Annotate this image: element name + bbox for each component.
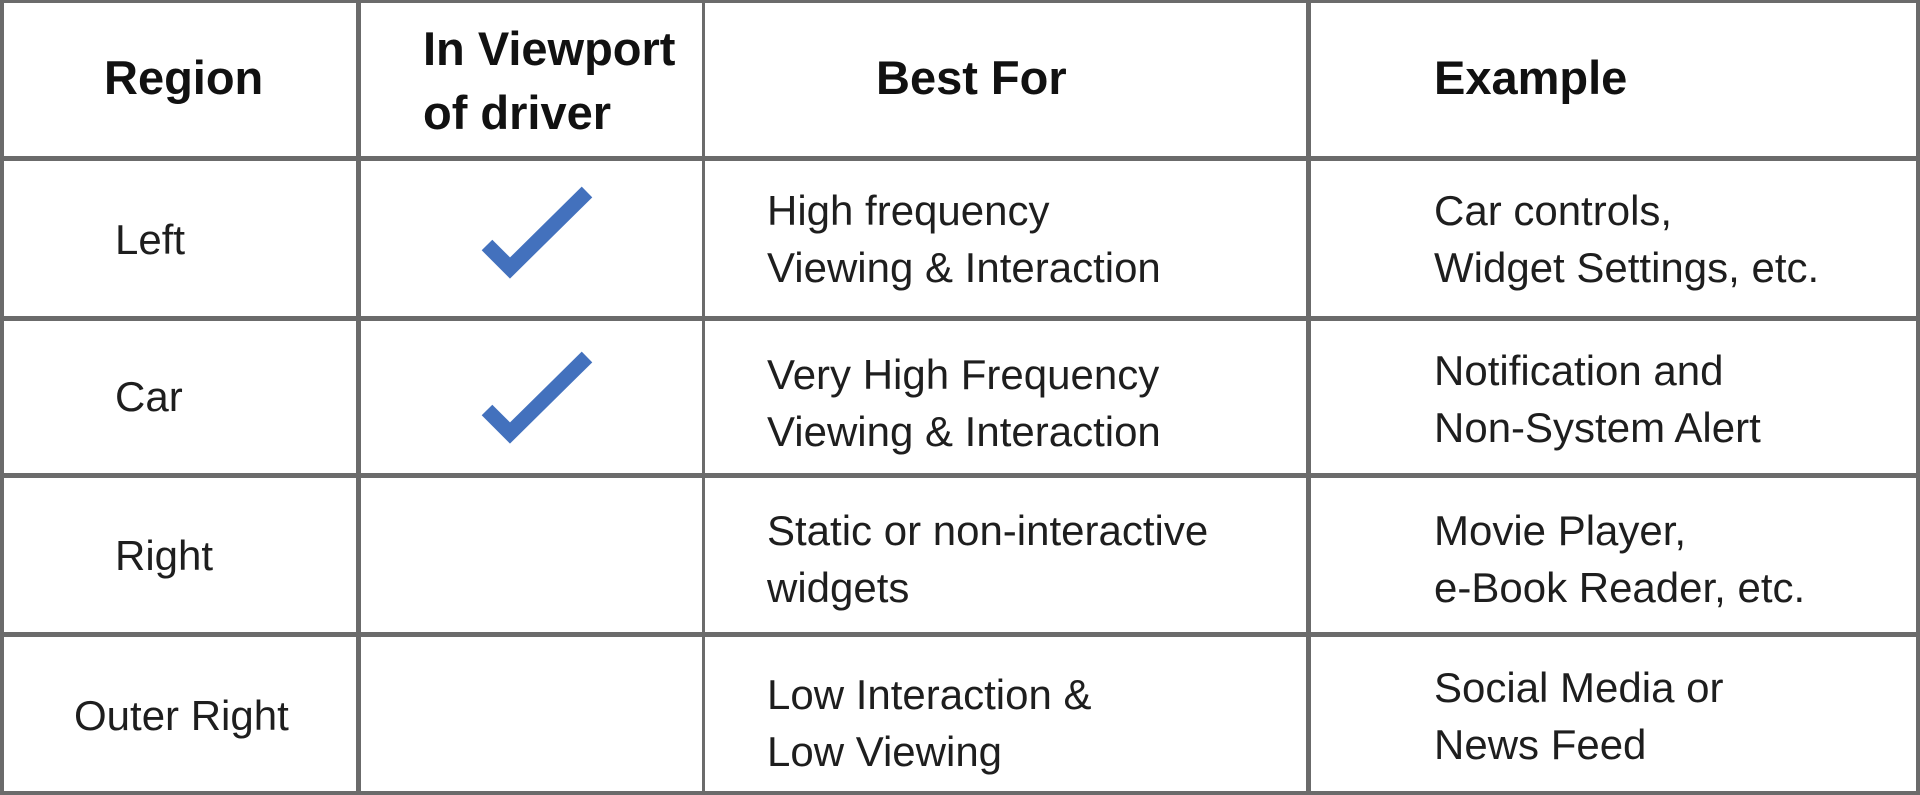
table-border-bottom (0, 791, 1920, 795)
header-example-label: Example (1434, 51, 1628, 104)
example-cell: Social Media or News Feed (1434, 659, 1723, 773)
example-line-2: e-Book Reader, etc. (1434, 564, 1806, 611)
column-divider-2 (702, 0, 705, 795)
header-region-label: Region (104, 51, 264, 104)
header-region: Region (104, 46, 263, 110)
best-for-cell: Static or non-interactive widgets (767, 502, 1208, 616)
best-for-line-2: Viewing & Interaction (767, 244, 1161, 291)
example-line-1: Notification and (1434, 347, 1724, 394)
example-line-1: Movie Player, (1434, 507, 1687, 554)
column-divider-1 (356, 0, 361, 795)
table-border-left (0, 0, 4, 795)
row-divider-4 (0, 632, 1920, 637)
region-cell: Left (115, 216, 186, 263)
best-for-line-1: Low Interaction & (767, 671, 1092, 718)
example-line-1: Social Media or (1434, 664, 1724, 711)
best-for-line-1: High frequency (767, 187, 1050, 234)
region-cell: Outer Right (74, 692, 289, 739)
best-for-line-2: widgets (767, 564, 910, 611)
example-cell: Notification and Non-System Alert (1434, 342, 1761, 456)
example-cell: Car controls, Widget Settings, etc. (1434, 182, 1819, 296)
best-for-cell: High frequency Viewing & Interaction (767, 182, 1161, 296)
column-divider-3 (1306, 0, 1311, 795)
row-divider-3 (0, 473, 1920, 478)
table-border-right (1916, 0, 1920, 795)
header-in-viewport: In Viewport of driver (423, 17, 675, 145)
header-in-viewport-line-2: of driver (423, 86, 612, 139)
region-cell: Right (115, 532, 214, 579)
header-best-for-label: Best For (876, 51, 1067, 104)
example-line-2: News Feed (1434, 721, 1647, 768)
header-best-for: Best For (876, 46, 1067, 110)
header-example: Example (1434, 46, 1627, 110)
checkmark-icon (481, 186, 593, 279)
row-divider-1 (0, 156, 1920, 161)
example-line-1: Car controls, (1434, 187, 1673, 234)
best-for-cell: Very High Frequency Viewing & Interactio… (767, 346, 1161, 460)
example-cell: Movie Player, e-Book Reader, etc. (1434, 502, 1805, 616)
best-for-line-1: Very High Frequency (767, 351, 1160, 398)
header-in-viewport-line-1: In Viewport (423, 22, 676, 75)
checkmark-icon (481, 351, 593, 444)
table-row-region: Left (115, 211, 185, 268)
example-line-2: Widget Settings, etc. (1434, 244, 1820, 291)
region-cell: Car (115, 373, 183, 420)
example-line-2: Non-System Alert (1434, 404, 1761, 451)
row-divider-2 (0, 316, 1920, 321)
table-row-region: Outer Right (74, 687, 289, 744)
table-row-region: Right (115, 527, 213, 584)
best-for-line-2: Viewing & Interaction (767, 408, 1161, 455)
best-for-line-2: Low Viewing (767, 728, 1003, 775)
best-for-line-1: Static or non-interactive (767, 507, 1209, 554)
table-row-region: Car (115, 368, 183, 425)
best-for-cell: Low Interaction & Low Viewing (767, 666, 1092, 780)
table-border-top (0, 0, 1920, 3)
